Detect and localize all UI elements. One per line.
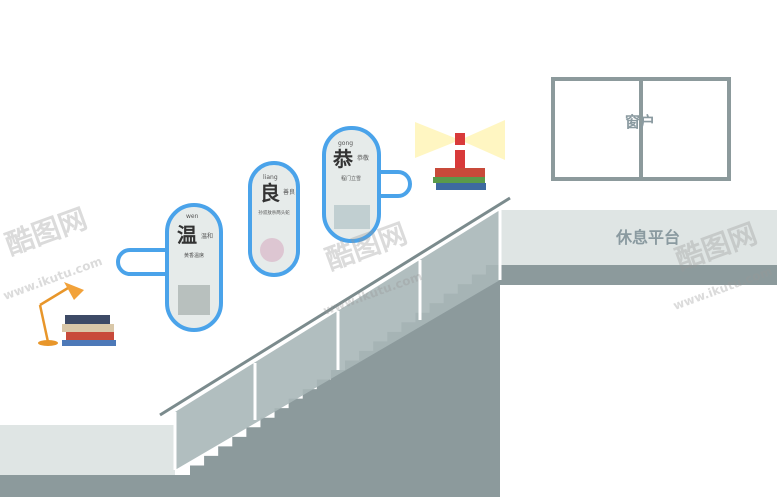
panel-title: 孙叔敖杀两头蛇 bbox=[258, 209, 290, 216]
culture-panel: gong 恭 恭敬 程门立雪 bbox=[322, 126, 412, 243]
panel-illustration bbox=[334, 205, 370, 229]
panel-illustration bbox=[178, 285, 210, 315]
railing bbox=[159, 196, 511, 470]
lamp-and-books bbox=[38, 282, 116, 346]
culture-panel: wen 温 温和 黄香温席 bbox=[116, 203, 223, 332]
svg-text:www.ikutu.com: www.ikutu.com bbox=[1, 254, 104, 303]
panel-pinyin: liang bbox=[263, 174, 278, 181]
culture-panel: liang 良 善良 孙叔敖杀两头蛇 bbox=[248, 161, 300, 277]
lower-floor bbox=[0, 425, 175, 475]
lighthouse-and-books bbox=[415, 120, 505, 190]
platform-label: 休息平台 bbox=[615, 228, 680, 247]
panel-word: 恭敬 bbox=[357, 154, 369, 162]
window-label: 窗户 bbox=[625, 113, 655, 131]
panel-char: 良 bbox=[260, 181, 280, 205]
svg-text:酷图网: 酷图网 bbox=[1, 202, 91, 262]
lower-floor-edge bbox=[0, 475, 200, 497]
panel-word: 善良 bbox=[283, 188, 295, 196]
panel-title: 黄香温席 bbox=[184, 252, 204, 259]
panel-char: 温 bbox=[177, 223, 197, 247]
rest-platform bbox=[500, 210, 777, 265]
panel-char: 恭 bbox=[332, 147, 354, 171]
window: 窗户 bbox=[551, 77, 731, 181]
panel-title: 程门立雪 bbox=[341, 175, 361, 182]
panel-pinyin: gong bbox=[338, 140, 353, 147]
rest-platform-edge bbox=[495, 265, 777, 285]
panel-pinyin: wen bbox=[186, 213, 199, 220]
panel-word: 温和 bbox=[201, 232, 213, 240]
panel-illustration bbox=[260, 238, 284, 262]
